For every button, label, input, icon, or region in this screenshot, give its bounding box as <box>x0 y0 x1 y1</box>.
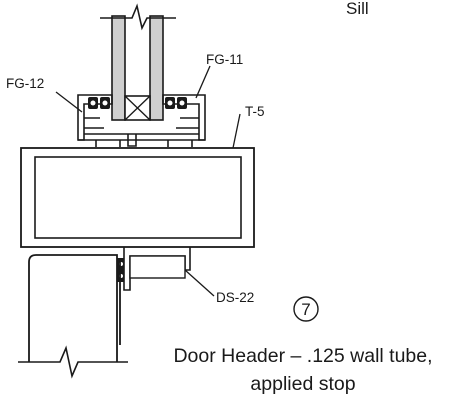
header-tube-t5 <box>20 147 255 248</box>
glazing-frame <box>77 94 206 147</box>
insulated-glass-unit <box>111 15 164 121</box>
door-leaf <box>28 254 121 362</box>
fg11-label: FG-11 <box>206 52 243 67</box>
caption-line-1: Door Header – .125 wall tube, <box>173 345 432 367</box>
leader-t5 <box>232 113 241 149</box>
ds22-label: DS-22 <box>216 290 254 305</box>
leader-fg11 <box>195 65 211 99</box>
caption-line-2: applied stop <box>250 373 355 395</box>
door-break-line <box>18 345 128 379</box>
leader-fg12 <box>55 91 83 113</box>
glass-break-line <box>100 3 176 31</box>
glazing-gaskets <box>88 97 187 109</box>
applied-stop-ds22 <box>117 247 191 291</box>
t5-label: T-5 <box>245 104 265 119</box>
sill-label: Sill <box>346 0 369 18</box>
leader-lines <box>55 65 241 297</box>
fg12-label: FG-12 <box>6 76 44 91</box>
leader-ds22 <box>184 269 215 297</box>
detail-number-bubble: 7 <box>293 296 319 322</box>
detail-number: 7 <box>301 300 310 319</box>
